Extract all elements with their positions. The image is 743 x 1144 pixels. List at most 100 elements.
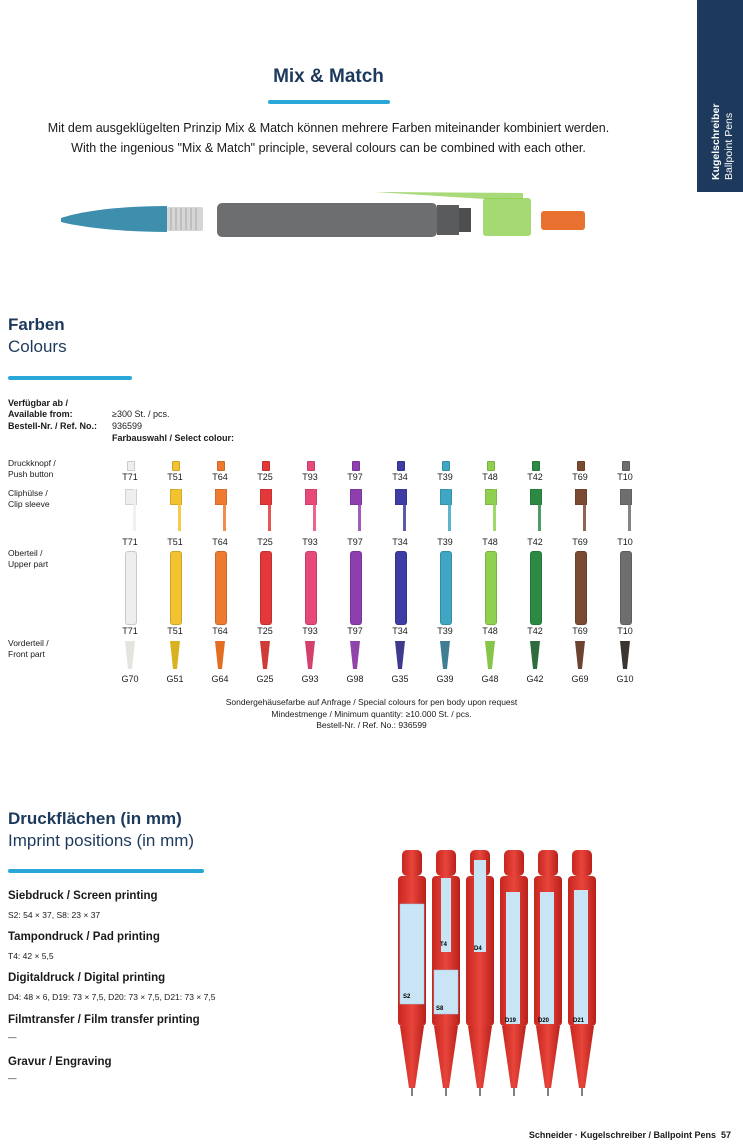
swatch-clip: [223, 489, 226, 531]
method-engraving: Gravur / Engraving: [8, 1056, 112, 1068]
code-front-part: G42: [526, 674, 544, 684]
swatch-clip: [313, 489, 316, 531]
code-clip-sleeve: T71: [122, 537, 138, 547]
mix-match-text-de: Mit dem ausgeklügelten Prinzip Mix & Mat…: [47, 121, 610, 135]
code-front-part: G93: [301, 674, 319, 684]
swatch-front-part: [440, 641, 450, 669]
page-number: 57: [720, 1130, 731, 1140]
method-screen-printing-value: S2: 54 × 37, S8: 23 × 37: [8, 910, 101, 920]
swatch-push-button: [532, 461, 540, 471]
method-engraving-value: —: [8, 1073, 17, 1083]
side-tab: Kugelschreiber Ballpoint Pens: [697, 0, 743, 192]
pen-body: [217, 203, 437, 237]
code-front-part: G98: [346, 674, 364, 684]
pen-label-d4: D4: [474, 946, 482, 952]
code-upper-part: T48: [482, 626, 498, 636]
code-front-part: G51: [166, 674, 184, 684]
code-front-part: G48: [481, 674, 499, 684]
swatch-push-button: [397, 461, 405, 471]
code-front-part: G35: [391, 674, 409, 684]
swatch-push-button: [442, 461, 450, 471]
swatch-clip: [493, 489, 496, 531]
code-front-part: G10: [616, 674, 634, 684]
code-push-button: T97: [347, 472, 363, 482]
code-front-part: G69: [571, 674, 589, 684]
code-front-part: G39: [436, 674, 454, 684]
code-clip-sleeve: T97: [347, 537, 363, 547]
ref-value: 936599: [112, 421, 143, 431]
code-upper-part: T39: [437, 626, 453, 636]
swatch-upper-part: [395, 551, 407, 625]
swatch-front-part: [620, 641, 630, 669]
code-push-button: T25: [257, 472, 273, 482]
code-clip-sleeve: T48: [482, 537, 498, 547]
pen-front-part: [61, 206, 167, 232]
swatch-push-button: [217, 461, 225, 471]
imprint-pens-illustration: S2 T4 S8 D4 D19 D20: [398, 850, 596, 1096]
special-colours-note: Sondergehäusefarbe auf Anfrage / Special…: [225, 697, 518, 730]
code-push-button: T69: [572, 472, 588, 482]
swatch-upper-part: [260, 551, 272, 625]
code-upper-part: T25: [257, 626, 273, 636]
pen-label-t4: T4: [440, 942, 448, 948]
swatch-front-part: [395, 641, 405, 669]
swatch-push-button: [577, 461, 585, 471]
swatch-push-button: [307, 461, 315, 471]
swatch-upper-part: [215, 551, 227, 625]
colours-title-de: Farben: [8, 315, 65, 334]
title-underline: [268, 100, 390, 104]
method-film-transfer-value: —: [8, 1032, 17, 1042]
ref-label: Bestell-Nr. / Ref. No.:: [8, 421, 98, 431]
swatch-upper-part: [530, 551, 542, 625]
swatch-push-button: [262, 461, 270, 471]
swatch-push-button: [172, 461, 180, 471]
code-push-button: T48: [482, 472, 498, 482]
code-upper-part: T10: [617, 626, 633, 636]
code-clip-sleeve: T64: [212, 537, 228, 547]
code-front-part: G25: [256, 674, 274, 684]
pen-label-s2: S2: [403, 994, 411, 1000]
row-label-upper-part: Oberteil /Upper part: [8, 548, 49, 569]
swatch-upper-part: [485, 551, 497, 625]
code-upper-part: T42: [527, 626, 543, 636]
code-push-button: T34: [392, 472, 408, 482]
page-footer: Schneider · Kugelschreiber / Ballpoint P…: [528, 1130, 731, 1140]
code-push-button: T42: [527, 472, 543, 482]
swatch-clip: [178, 489, 181, 531]
swatch-clip: [133, 489, 136, 531]
method-pad-printing: Tampondruck / Pad printing: [8, 931, 160, 943]
method-digital-printing-value: D4: 48 × 6, D19: 73 × 7,5, D20: 73 × 7,5…: [8, 992, 216, 1002]
imprint-title-en: Imprint positions (in mm): [8, 831, 195, 850]
swatch-clip: [538, 489, 541, 531]
swatch-upper-part: [305, 551, 317, 625]
swatch-front-part: [350, 641, 360, 669]
code-upper-part: T97: [347, 626, 363, 636]
row-label-push-button: Druckknopf /Push button: [8, 458, 56, 479]
swatch-clip: [628, 489, 631, 531]
avail-label: Verfügbar ab /: [8, 398, 69, 408]
swatch-clip: [583, 489, 586, 531]
pen-label-d21: D21: [573, 1018, 585, 1024]
imprint-pen-d4: D4: [466, 850, 494, 1096]
swatch-front-part: [215, 641, 225, 669]
pen-metal-ring: [167, 207, 203, 231]
swatch-front-part: [170, 641, 180, 669]
code-clip-sleeve: T42: [527, 537, 543, 547]
swatch-clip: [448, 489, 451, 531]
code-clip-sleeve: T25: [257, 537, 273, 547]
swatch-push-button: [622, 461, 630, 471]
swatch-upper-part: [620, 551, 632, 625]
swatch-upper-part: [440, 551, 452, 625]
code-clip-sleeve: T69: [572, 537, 588, 547]
swatch-front-part: [305, 641, 315, 669]
code-upper-part: T69: [572, 626, 588, 636]
avail-value: ≥300 St. / pcs.: [112, 409, 170, 419]
code-upper-part: T93: [302, 626, 318, 636]
imprint-title-de: Druckflächen (in mm): [8, 809, 182, 828]
pen-label-s8: S8: [436, 1006, 444, 1012]
swatch-clip: [403, 489, 406, 531]
swatch-push-button: [127, 461, 135, 471]
code-clip-sleeve: T39: [437, 537, 453, 547]
swatch-front-part: [485, 641, 495, 669]
code-push-button: T10: [617, 472, 633, 482]
